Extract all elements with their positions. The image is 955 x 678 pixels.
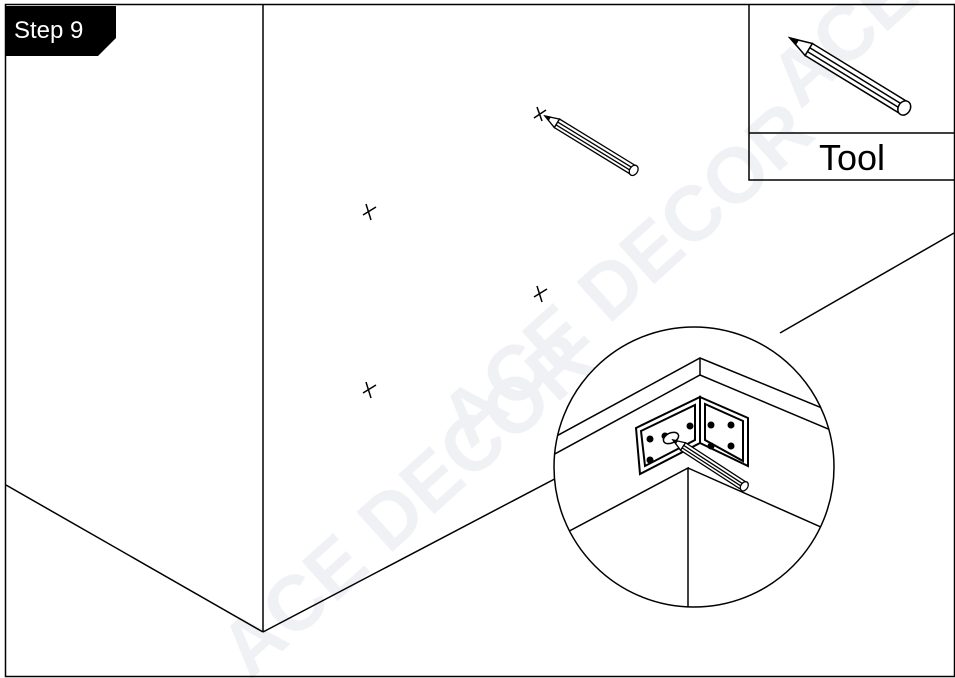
floor-edge-right-upper bbox=[779, 232, 955, 334]
step-label-notch bbox=[98, 38, 116, 56]
detail-magnifier bbox=[553, 326, 835, 608]
pencil-icon bbox=[787, 36, 912, 116]
floor-edge-right-lower bbox=[262, 461, 588, 633]
watermark: ACE DECOR ACE DECOR ACE bbox=[202, 0, 933, 678]
drill-marks bbox=[362, 106, 548, 399]
pencil-in-bracket bbox=[671, 438, 749, 492]
wall-outline bbox=[5, 4, 955, 633]
step-label: Step 9 bbox=[6, 6, 116, 56]
mark-lower-left bbox=[362, 381, 377, 399]
step-label-text: Step 9 bbox=[14, 17, 84, 44]
tool-box-border bbox=[748, 4, 954, 181]
mark-middle bbox=[533, 285, 548, 303]
bracket-holes bbox=[646, 421, 735, 464]
tool-box bbox=[748, 4, 954, 181]
tool-label: Tool bbox=[818, 137, 886, 178]
floor-edge-left bbox=[5, 484, 264, 633]
mark-upper-left bbox=[362, 203, 377, 221]
pencil-marking-wall bbox=[543, 114, 639, 177]
mark-top-pencil bbox=[533, 106, 547, 122]
detail-circle bbox=[553, 326, 835, 608]
